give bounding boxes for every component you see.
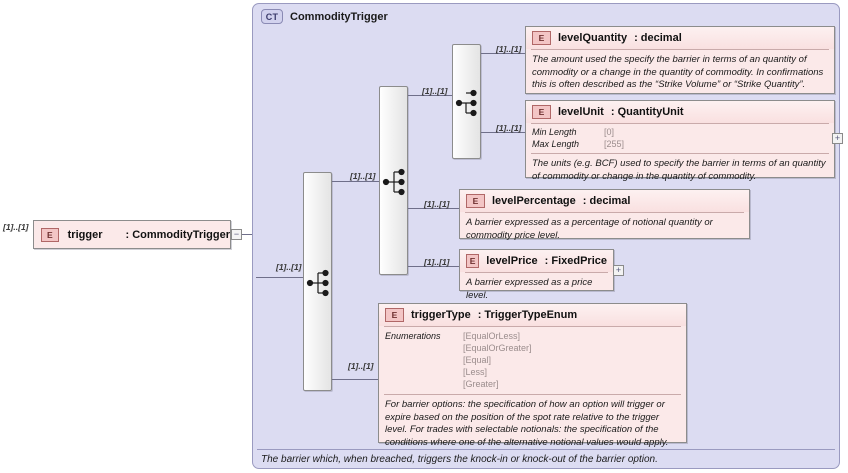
divider xyxy=(531,153,829,155)
element-triggerType-description: For barrier options: the specification o… xyxy=(385,399,669,448)
element-levelUnit-description: The units (e.g. BCF) used to specify the… xyxy=(532,158,826,182)
element-levelPrice[interactable]: E levelPrice : FixedPrice A barrier expr… xyxy=(459,249,614,301)
element-levelUnit-name: levelUnit xyxy=(558,106,604,118)
cardinality-triggerType: [1]..[1] xyxy=(348,361,374,371)
enumerations-values: [EqualOrLess] [EqualOrGreater] [Equal] [… xyxy=(463,331,680,390)
connector-outer-to-inner-choice xyxy=(408,95,453,96)
connector-choice-to-levelUnit xyxy=(481,132,525,133)
divider xyxy=(465,212,744,213)
cardinality-inner-choice: [1]..[1] xyxy=(422,86,448,96)
compositor-inner-choice[interactable] xyxy=(452,44,481,159)
facet-value-max-length: [255] xyxy=(604,138,625,149)
element-trigger-type: : CommodityTrigger xyxy=(125,228,230,241)
cardinality-levelUnit: [1]..[1] xyxy=(496,123,522,133)
element-badge-icon: E xyxy=(532,31,551,45)
compositor-root-sequence[interactable] xyxy=(303,172,332,391)
element-levelPrice-description: A barrier expressed as a price level. xyxy=(466,277,593,301)
element-badge-icon: E xyxy=(41,227,59,242)
complex-type-badge-icon: CT xyxy=(261,9,283,24)
element-levelQuantity-name: levelQuantity xyxy=(558,32,628,44)
connector-into-root-sequence xyxy=(256,277,303,278)
element-levelPrice-name: levelPrice xyxy=(486,255,538,267)
connector-outer-to-levelPercentage xyxy=(408,208,459,209)
divider xyxy=(465,272,608,273)
choice-icon xyxy=(455,89,477,117)
element-levelUnit-type: : QuantityUnit xyxy=(610,106,684,118)
facet-value-min-length: [0] xyxy=(604,127,615,137)
element-triggerType-name: triggerType xyxy=(411,309,471,321)
sequence-icon xyxy=(306,269,329,297)
facet-label-max-length: Max Length xyxy=(532,138,580,149)
element-levelUnit-facets: Min Length [0] Max Length [255] xyxy=(526,124,834,153)
element-badge-icon: E xyxy=(466,254,480,268)
element-triggerType-enumerations: Enumerations [EqualOrLess] [EqualOrGreat… xyxy=(379,327,686,394)
element-badge-icon: E xyxy=(466,194,485,208)
cardinality-trigger: [1]..[1] xyxy=(3,222,29,232)
element-levelUnit-header: E levelUnit : QuantityUnit xyxy=(526,101,834,123)
element-triggerType-type: : TriggerTypeEnum xyxy=(477,309,578,321)
element-levelQuantity[interactable]: E levelQuantity : decimal The amount use… xyxy=(525,26,835,94)
connector-outer-to-levelPrice xyxy=(408,266,459,267)
expand-toggle-levelPrice[interactable]: + xyxy=(613,265,624,276)
sequence-icon xyxy=(382,168,405,196)
container-title: CommodityTrigger xyxy=(290,10,388,23)
cardinality-root-sequence: [1]..[1] xyxy=(276,262,302,272)
divider xyxy=(384,326,681,327)
enumerations-label: Enumerations xyxy=(385,331,441,341)
element-badge-icon: E xyxy=(385,308,404,322)
connector-trigger-to-container xyxy=(242,234,256,235)
element-levelPercentage-type: : decimal xyxy=(582,195,631,207)
element-levelPrice-header: E levelPrice : FixedPrice xyxy=(460,250,613,272)
enum-item: [EqualOrLess] xyxy=(463,331,521,341)
element-levelQuantity-header: E levelQuantity : decimal xyxy=(526,27,834,49)
element-levelPrice-type: : FixedPrice xyxy=(544,255,607,267)
element-triggerType[interactable]: E triggerType : TriggerTypeEnum Enumerat… xyxy=(378,303,687,448)
enum-item: [Less] xyxy=(463,366,488,377)
enum-item: [Greater] xyxy=(463,378,499,389)
expand-toggle-levelUnit[interactable]: + xyxy=(832,133,843,144)
element-levelPercentage-description: A barrier expressed as a percentage of n… xyxy=(466,217,713,241)
connector-choice-to-levelQuantity xyxy=(481,53,525,54)
element-levelPercentage-name: levelPercentage xyxy=(492,195,576,207)
compositor-outer-sequence[interactable] xyxy=(379,86,408,275)
element-trigger[interactable]: E trigger : CommodityTrigger xyxy=(33,220,231,249)
element-triggerType-header: E triggerType : TriggerTypeEnum xyxy=(379,304,686,326)
divider xyxy=(384,394,681,396)
element-levelPercentage-header: E levelPercentage : decimal xyxy=(460,190,749,212)
cardinality-levelPrice: [1]..[1] xyxy=(424,257,450,267)
cardinality-levelQuantity: [1]..[1] xyxy=(496,44,522,54)
container-header: CT CommodityTrigger xyxy=(261,9,388,24)
enum-item: [Equal] xyxy=(463,354,492,365)
connector-root-to-outer-sequence xyxy=(332,181,380,182)
cardinality-levelPercentage: [1]..[1] xyxy=(424,199,450,209)
enum-item: [EqualOrGreater] xyxy=(463,342,532,353)
element-trigger-name: trigger xyxy=(67,228,103,241)
element-levelQuantity-type: : decimal xyxy=(634,32,682,44)
element-badge-icon: E xyxy=(532,105,551,119)
connector-root-to-triggerType xyxy=(332,379,378,380)
element-levelQuantity-description: The amount used the specify the barrier … xyxy=(532,54,824,91)
element-levelPercentage[interactable]: E levelPercentage : decimal A barrier ex… xyxy=(459,189,750,241)
divider xyxy=(531,49,829,50)
divider xyxy=(531,123,829,124)
element-levelUnit[interactable]: E levelUnit : QuantityUnit Min Length [0… xyxy=(525,100,835,182)
collapse-toggle-trigger[interactable]: − xyxy=(231,229,242,240)
facet-label-min-length: Min Length xyxy=(532,127,577,137)
container-footer-annotation: The barrier which, when breached, trigge… xyxy=(257,449,835,465)
cardinality-outer-sequence: [1]..[1] xyxy=(350,171,376,181)
